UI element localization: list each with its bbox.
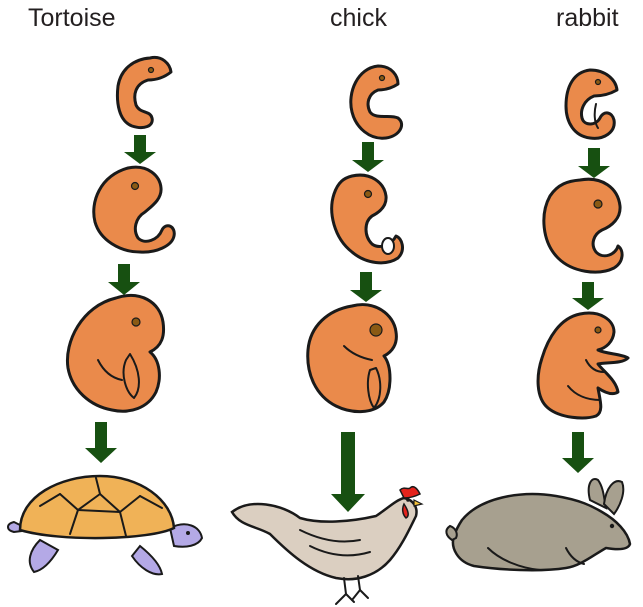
rabbit-embryo-stage-3	[538, 313, 628, 418]
tortoise-illustration	[8, 476, 202, 574]
chick-embryo-stage-1	[351, 66, 402, 138]
arrow-chick-1	[352, 142, 384, 172]
arrow-rabbit-3	[562, 432, 594, 473]
rabbit-illustration	[446, 479, 630, 570]
arrow-tortoise-2	[108, 264, 140, 295]
arrow-rabbit-1	[578, 148, 610, 178]
arrow-chick-3	[331, 432, 365, 512]
chicken-illustration	[232, 487, 422, 604]
chick-embryo-stage-2	[332, 175, 403, 263]
arrow-tortoise-3	[85, 422, 117, 463]
tortoise-embryo-stage-1	[117, 57, 171, 127]
arrow-tortoise-1	[124, 135, 156, 164]
arrow-chick-2	[350, 272, 382, 302]
arrow-rabbit-2	[572, 282, 604, 310]
tortoise-embryo-stage-3	[67, 295, 163, 411]
chick-embryo-stage-3	[308, 305, 397, 412]
tortoise-embryo-stage-2	[94, 167, 174, 252]
rabbit-embryo-stage-1	[566, 70, 617, 138]
rabbit-embryo-stage-2	[544, 179, 622, 272]
